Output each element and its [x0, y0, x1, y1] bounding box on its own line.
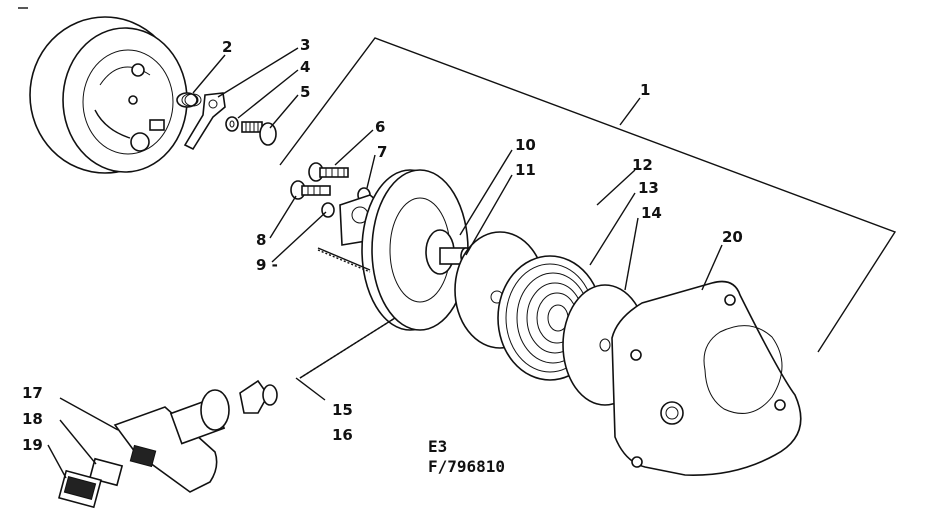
callout-1: 1	[640, 81, 650, 99]
rope-insert	[239, 379, 278, 414]
leader-lines	[47, 47, 723, 479]
starter-rope	[299, 317, 396, 379]
callout-7: 7	[377, 143, 387, 161]
screw	[241, 121, 277, 146]
starter-housing	[611, 280, 802, 476]
callout-13: 13	[638, 179, 659, 197]
part-number: F/796810	[428, 457, 505, 476]
callout-12: 12	[632, 156, 653, 174]
callout-8: 8	[256, 231, 266, 249]
pawl-spring	[176, 92, 202, 108]
starter-handle	[113, 389, 230, 493]
callout-2: 2	[222, 38, 232, 56]
callout-5: 5	[300, 83, 310, 101]
callout-15: 15	[332, 401, 353, 419]
callout-labels: 1 2 3 4 5 6 7 8 9 - 10 11 12 13 14 15 16…	[22, 36, 743, 454]
callout-14: 14	[641, 204, 662, 222]
callout-20: 20	[722, 228, 743, 246]
callout-9: 9 -	[256, 256, 278, 274]
bolt-8	[290, 180, 331, 200]
rope-pulley	[361, 169, 472, 331]
flywheel	[18, 7, 188, 174]
pawl	[183, 92, 226, 151]
assembly-bracket	[279, 37, 897, 353]
callout-6: 6	[375, 118, 385, 136]
callout-16: 16	[332, 426, 353, 444]
callout-10: 10	[515, 136, 536, 154]
callout-11: 11	[515, 161, 536, 179]
washer	[225, 116, 239, 132]
callout-4: 4	[300, 58, 310, 76]
callout-19: 19	[22, 436, 43, 454]
bolt-6	[308, 162, 349, 182]
callout-18: 18	[22, 410, 43, 428]
callout-3: 3	[300, 36, 310, 54]
section-code: E3	[428, 437, 447, 456]
callout-17: 17	[22, 384, 43, 402]
handle-insert-19	[58, 469, 102, 509]
rope-coil	[317, 247, 371, 273]
